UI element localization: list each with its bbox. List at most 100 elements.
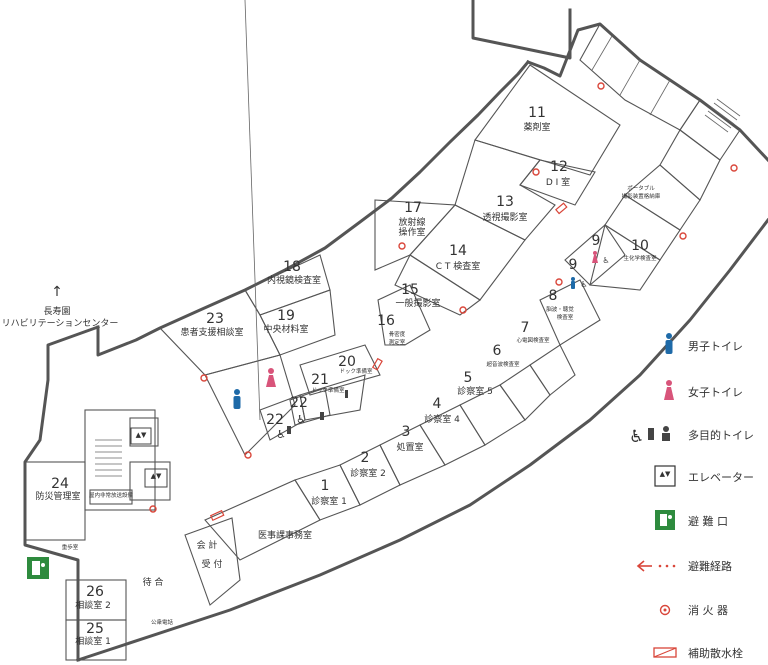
svg-text:避 難 口: 避 難 口 bbox=[688, 514, 728, 528]
female-toilet-icon bbox=[592, 251, 598, 263]
room-name-26: 相談室 2 bbox=[75, 599, 111, 611]
svg-text:女子トイレ: 女子トイレ bbox=[688, 385, 743, 399]
room-name-16: 骨密度 bbox=[389, 330, 406, 338]
svg-text:男子トイレ: 男子トイレ bbox=[688, 340, 743, 353]
cashier-label: 会 計 bbox=[197, 539, 218, 551]
room-number-4: 4 bbox=[433, 396, 442, 412]
room-name-17-line2: 操作室 bbox=[398, 226, 425, 238]
room-name-17: 放射線 bbox=[398, 216, 425, 228]
female-toilet-icon bbox=[266, 368, 276, 387]
legend-elevator: ▲▼ エレベーター bbox=[654, 465, 754, 487]
room-name-13: 透視撮影室 bbox=[482, 211, 527, 223]
staircase-right bbox=[704, 98, 741, 133]
outer-walls bbox=[23, 0, 768, 662]
svg-text:▲▼: ▲▼ bbox=[151, 472, 162, 480]
fire-extinguisher-markers bbox=[149, 82, 738, 513]
room-number-22b: 22 bbox=[290, 395, 308, 411]
room-number-11: 11 bbox=[528, 105, 546, 121]
svg-text:♿: ♿ bbox=[276, 428, 286, 441]
medical-office-label: 医事課事務室 bbox=[258, 529, 312, 541]
reception-label: 受 付 bbox=[202, 558, 223, 570]
map-icons: ♿ ♿ ♿ ♿ ▲▼ ▲▼ bbox=[27, 251, 610, 579]
room-number-17: 17 bbox=[404, 200, 422, 216]
svg-text:♿: ♿ bbox=[602, 256, 609, 265]
legend-emergency-exit: 避 難 口 bbox=[655, 510, 728, 530]
svg-text:▲▼: ▲▼ bbox=[660, 470, 671, 478]
room-name-11: 薬剤室 bbox=[523, 121, 550, 133]
svg-text:♿: ♿ bbox=[296, 413, 306, 426]
room-number-14: 14 bbox=[449, 243, 467, 259]
room-number-10: 10 bbox=[631, 238, 649, 254]
room-labels: 1 診察室 1 2 診察室 2 3 処置室 4 診察室 4 5 診察室 5 6 … bbox=[2, 105, 661, 647]
room-number-3: 3 bbox=[402, 424, 411, 440]
svg-text:避難経路: 避難経路 bbox=[688, 559, 732, 573]
room-name-15: 一般撮影室 bbox=[395, 297, 440, 309]
room-name-10: 生化学検査室 bbox=[623, 254, 657, 262]
room-number-9b: 9 bbox=[569, 257, 578, 273]
legend-male-toilet: 男子トイレ bbox=[665, 333, 743, 354]
room-name-20: ドック準備室 bbox=[339, 367, 373, 375]
svg-text:補助散水栓: 補助散水栓 bbox=[688, 646, 743, 660]
room-number-20: 20 bbox=[338, 354, 356, 370]
room-number-6: 6 bbox=[493, 343, 502, 359]
legend-female-toilet: 女子トイレ bbox=[664, 380, 743, 400]
legend-fire-hydrant: 補助散水栓 bbox=[653, 646, 743, 660]
svg-text:多目的トイレ: 多目的トイレ bbox=[688, 428, 754, 442]
legend-multipurpose-toilet: ♿ 多目的トイレ bbox=[629, 426, 754, 447]
public-phone-label: 公衆電話 bbox=[151, 618, 174, 626]
room-number-2: 2 bbox=[361, 450, 370, 466]
male-toilet-icon bbox=[233, 389, 241, 409]
room-name-7: 心電図検査室 bbox=[516, 336, 550, 344]
room-number-7: 7 bbox=[521, 320, 530, 336]
room-name-8: 脳波・聴覚 bbox=[546, 305, 574, 313]
legend: 男子トイレ 女子トイレ ♿ 多目的トイレ ▲▼ エレベーター 避 難 口 bbox=[629, 333, 754, 660]
room-number-25: 25 bbox=[86, 621, 104, 637]
lobby-area bbox=[24, 409, 321, 661]
room-name-5: 診察室 5 bbox=[457, 385, 493, 397]
room-number-13: 13 bbox=[496, 194, 514, 210]
elevator-icon: ▲▼ bbox=[144, 468, 168, 488]
svg-text:♿: ♿ bbox=[629, 427, 644, 447]
room-name-16-line2: 測定室 bbox=[389, 338, 406, 346]
svg-text:♿: ♿ bbox=[580, 280, 587, 289]
room-number-5: 5 bbox=[464, 370, 473, 386]
room-number-19: 19 bbox=[277, 308, 295, 324]
room-number-8: 8 bbox=[549, 288, 558, 304]
room-name-3: 処置室 bbox=[396, 441, 423, 453]
room-name-6: 超音波検査室 bbox=[486, 360, 520, 368]
room-number-23: 23 bbox=[206, 311, 224, 327]
exam-rooms-row bbox=[294, 224, 661, 521]
emergency-exit-icon bbox=[27, 557, 49, 579]
room-number-15: 15 bbox=[401, 282, 419, 298]
elevator-icon: ▲▼ bbox=[130, 427, 152, 445]
svg-text:消 火 器: 消 火 器 bbox=[688, 603, 728, 617]
rehab-center-label-2: リハビリテーションセンター bbox=[2, 318, 119, 329]
room-name-2: 診察室 2 bbox=[350, 467, 386, 479]
staircase-left bbox=[95, 439, 122, 477]
waiting-label: 待 合 bbox=[143, 576, 164, 588]
wheelchair-icon: ♿ ♿ ♿ ♿ bbox=[276, 256, 610, 441]
broadcast-room-label: 屋内非常放送設備 bbox=[89, 491, 134, 499]
room-name-1: 診察室 1 bbox=[311, 495, 347, 507]
room-number-22a: 22 bbox=[266, 412, 284, 428]
room-name-23: 患者支援相談室 bbox=[180, 326, 243, 338]
room-number-18: 18 bbox=[283, 259, 301, 275]
portable-room-label: ポータブル bbox=[627, 184, 655, 192]
room-number-21: 21 bbox=[311, 372, 329, 388]
room-name-12: D I 室 bbox=[546, 176, 570, 188]
svg-text:▲▼: ▲▼ bbox=[136, 431, 147, 439]
legend-evacuation-route: 避難経路 bbox=[636, 559, 732, 573]
svg-text:エレベーター: エレベーター bbox=[688, 471, 754, 484]
portable-room-label-2: 撮影装置格納庫 bbox=[622, 192, 661, 200]
room-name-18: 内視鏡検査室 bbox=[267, 274, 321, 286]
toilet-small-icon bbox=[287, 390, 348, 434]
male-toilet-icon bbox=[571, 277, 575, 289]
room-name-14: C T 検査室 bbox=[436, 260, 481, 272]
room-number-24: 24 bbox=[51, 476, 69, 492]
up-arrow-icon: ↑ bbox=[51, 284, 63, 300]
room-number-26: 26 bbox=[86, 584, 104, 600]
fire-hydrant-markers bbox=[209, 202, 568, 522]
room-name-19: 中央材料室 bbox=[263, 323, 308, 335]
room-number-1: 1 bbox=[321, 478, 330, 494]
